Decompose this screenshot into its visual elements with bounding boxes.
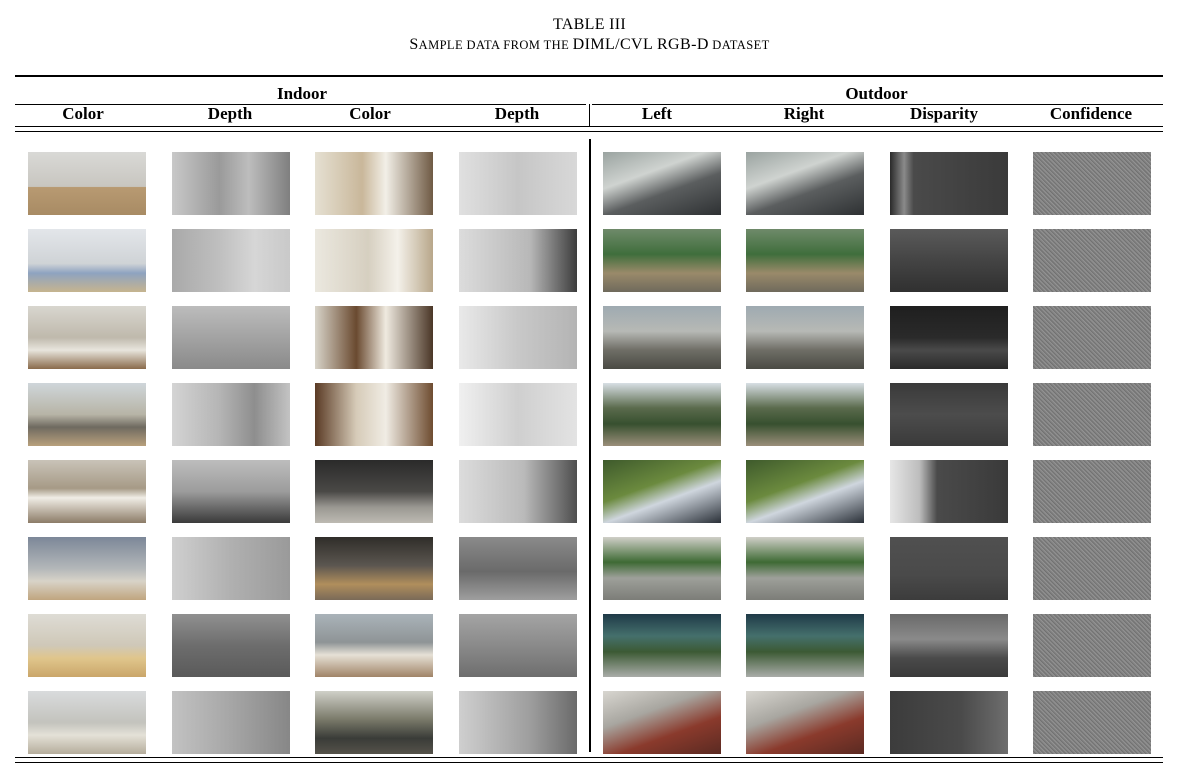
group-header-indoor: Indoor: [276, 84, 328, 103]
indoor-depth-image-row-8: [459, 691, 577, 754]
caption-initial: S: [409, 36, 419, 53]
indoor-color-image-row-3: [315, 306, 433, 369]
group-header-outdoor: Outdoor: [845, 84, 908, 103]
outdoor-right-image-row-5: [746, 460, 864, 523]
indoor-color-image-row-8: [315, 691, 433, 754]
outdoor-left-image-row-8: [603, 691, 721, 754]
indoor-depth-image-row-7: [172, 614, 290, 677]
indoor-color-image-row-4: [315, 383, 433, 446]
confidence-image-row-3: [1033, 306, 1151, 369]
confidence-image-row-5: [1033, 460, 1151, 523]
outdoor-right-image-row-8: [746, 691, 864, 754]
confidence-image-row-6: [1033, 537, 1151, 600]
outdoor-left-image-row-1: [603, 152, 721, 215]
indoor-depth-image-row-4: [172, 383, 290, 446]
outdoor-right-image-row-4: [746, 383, 864, 446]
confidence-image-row-1: [1033, 152, 1151, 215]
confidence-image-row-7: [1033, 614, 1151, 677]
indoor-outdoor-divider: [589, 139, 591, 752]
confidence-image-row-2: [1033, 229, 1151, 292]
outdoor-subrule: [592, 104, 1163, 105]
column-header-indoor-depth-2: Depth: [494, 104, 540, 123]
indoor-color-image-row-6: [28, 537, 146, 600]
indoor-depth-image-row-6: [172, 537, 290, 600]
outdoor-left-image-row-5: [603, 460, 721, 523]
column-header-right: Right: [783, 104, 825, 123]
indoor-color-image-row-4: [28, 383, 146, 446]
indoor-subrule: [15, 104, 586, 105]
indoor-depth-image-row-7: [459, 614, 577, 677]
column-header-indoor-color: Color: [62, 104, 104, 123]
indoor-depth-image-row-3: [172, 306, 290, 369]
table-caption: SAMPLE DATA FROM THE DIML/CVL RGB-D DATA…: [0, 36, 1179, 54]
indoor-color-image-row-2: [28, 229, 146, 292]
header-rule-upper: [15, 126, 1163, 127]
indoor-depth-image-row-8: [172, 691, 290, 754]
outdoor-left-image-row-2: [603, 229, 721, 292]
confidence-image-row-4: [1033, 383, 1151, 446]
outdoor-right-image-row-6: [746, 537, 864, 600]
indoor-depth-image-row-2: [172, 229, 290, 292]
header-divider: [589, 104, 590, 127]
indoor-color-image-row-6: [315, 537, 433, 600]
indoor-depth-image-row-4: [459, 383, 577, 446]
indoor-depth-image-row-6: [459, 537, 577, 600]
outdoor-right-image-row-2: [746, 229, 864, 292]
top-rule: [15, 75, 1163, 77]
column-header-left: Left: [641, 104, 673, 123]
caption-smallcaps-tail: DATASET: [708, 38, 770, 52]
outdoor-right-image-row-1: [746, 152, 864, 215]
indoor-depth-image-row-2: [459, 229, 577, 292]
disparity-image-row-7: [890, 614, 1008, 677]
column-header-disparity: Disparity: [910, 104, 978, 123]
indoor-color-image-row-7: [315, 614, 433, 677]
outdoor-left-image-row-6: [603, 537, 721, 600]
column-header-indoor-color-2: Color: [349, 104, 391, 123]
outdoor-left-image-row-4: [603, 383, 721, 446]
indoor-depth-image-row-1: [459, 152, 577, 215]
disparity-image-row-2: [890, 229, 1008, 292]
indoor-depth-image-row-5: [459, 460, 577, 523]
disparity-image-row-8: [890, 691, 1008, 754]
disparity-image-row-5: [890, 460, 1008, 523]
caption-smallcaps: AMPLE DATA FROM THE: [418, 38, 573, 52]
column-header-indoor-depth: Depth: [207, 104, 253, 123]
indoor-color-image-row-7: [28, 614, 146, 677]
bottom-rule-lower: [15, 762, 1163, 763]
outdoor-right-image-row-7: [746, 614, 864, 677]
indoor-color-image-row-8: [28, 691, 146, 754]
disparity-image-row-6: [890, 537, 1008, 600]
header-rule-lower: [15, 131, 1163, 132]
caption-dataset: DIML/CVL RGB-D: [572, 36, 709, 53]
indoor-color-image-row-5: [315, 460, 433, 523]
indoor-color-image-row-5: [28, 460, 146, 523]
outdoor-left-image-row-3: [603, 306, 721, 369]
column-header-confidence: Confidence: [1049, 104, 1133, 123]
bottom-rule-upper: [15, 757, 1163, 758]
outdoor-right-image-row-3: [746, 306, 864, 369]
indoor-color-image-row-2: [315, 229, 433, 292]
confidence-image-row-8: [1033, 691, 1151, 754]
indoor-depth-image-row-5: [172, 460, 290, 523]
indoor-color-image-row-1: [28, 152, 146, 215]
indoor-color-image-row-1: [315, 152, 433, 215]
disparity-image-row-4: [890, 383, 1008, 446]
indoor-depth-image-row-3: [459, 306, 577, 369]
disparity-image-row-3: [890, 306, 1008, 369]
disparity-image-row-1: [890, 152, 1008, 215]
outdoor-left-image-row-7: [603, 614, 721, 677]
indoor-color-image-row-3: [28, 306, 146, 369]
table-caption-label: TABLE III: [553, 16, 626, 33]
indoor-depth-image-row-1: [172, 152, 290, 215]
